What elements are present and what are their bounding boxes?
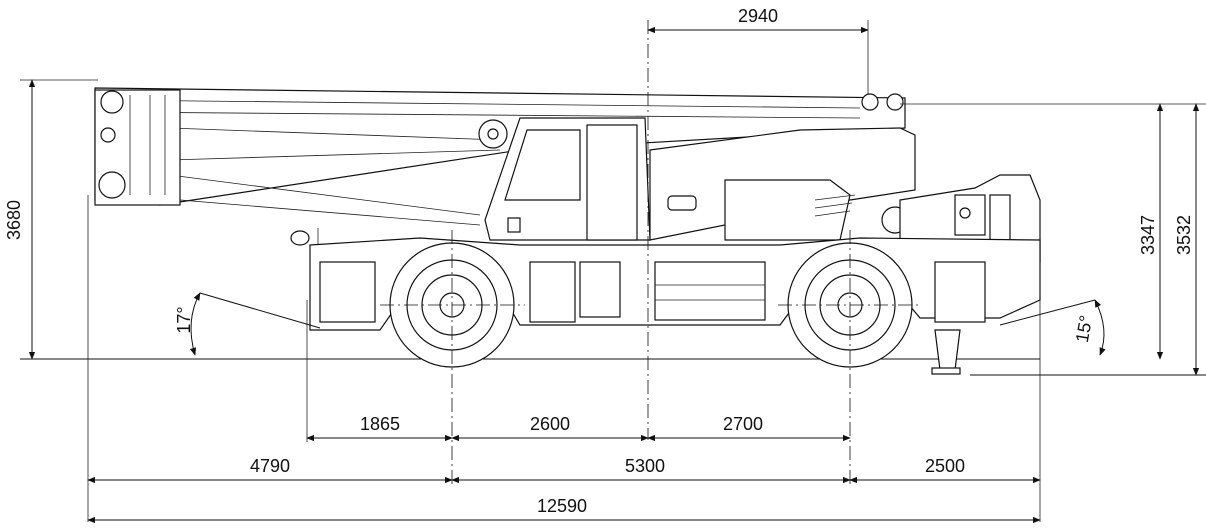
dim-row-1: 1865 2600 2700 <box>306 414 851 442</box>
extension-lines <box>20 20 1206 522</box>
dim-cab-height: 3347 <box>1138 103 1164 360</box>
superstructure <box>649 127 916 241</box>
center-lines <box>380 20 922 488</box>
dim-row-2: 4790 5300 2500 <box>87 456 1041 484</box>
dim-overall-length: 12590 <box>87 496 1041 524</box>
dim-top-offset: 2940 <box>647 6 869 34</box>
ground-line <box>20 358 1206 376</box>
dim-label-2600: 2600 <box>530 414 570 434</box>
dim-max-height: 3532 <box>1174 103 1200 376</box>
dim-label-1865: 1865 <box>360 414 400 434</box>
dim-label-2500: 2500 <box>925 456 965 476</box>
approach-angle-label: 17° <box>174 306 194 333</box>
dim-label-cab-height: 3347 <box>1138 215 1158 255</box>
dim-overall-height: 3680 <box>4 79 36 360</box>
dim-label-max-height: 3532 <box>1174 215 1194 255</box>
approach-angle: 17° <box>174 292 321 356</box>
departure-angle: 15° <box>999 299 1106 356</box>
dim-label-5300: 5300 <box>625 456 665 476</box>
dim-label-top-offset: 2940 <box>738 6 778 26</box>
dim-label-2700: 2700 <box>723 414 763 434</box>
dim-label-overall-height: 3680 <box>4 200 24 240</box>
departure-angle-label: 15° <box>1072 314 1096 344</box>
dim-label-4790: 4790 <box>250 456 290 476</box>
dim-label-overall-length: 12590 <box>537 496 587 516</box>
operator-cab <box>484 117 651 241</box>
crane-illustration <box>94 87 1041 375</box>
boom <box>94 87 906 226</box>
